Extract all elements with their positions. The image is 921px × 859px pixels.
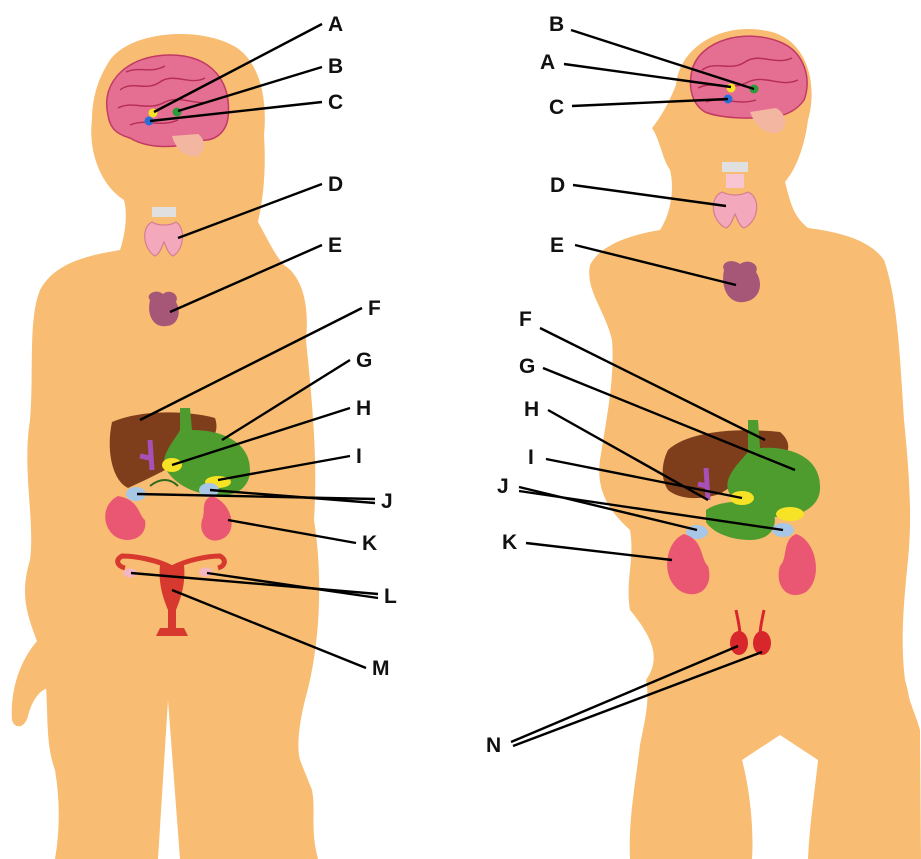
female-hand-left <box>12 640 50 726</box>
female-label-i: I <box>356 445 362 468</box>
female-label-g: G <box>356 349 372 372</box>
male-label-d: D <box>550 174 565 197</box>
female-label-a: A <box>328 13 343 36</box>
female-label-d: D <box>328 173 343 196</box>
female-ovary-right <box>199 568 213 577</box>
male-label-n: N <box>486 734 501 757</box>
female-labels: A B C D E F G H I J K L M <box>328 13 397 680</box>
female-label-b: B <box>328 55 343 78</box>
male-label-a: A <box>540 51 555 74</box>
male-label-k: K <box>502 531 517 554</box>
male-label-f: F <box>519 308 532 331</box>
male-label-e: E <box>550 234 564 257</box>
male-label-c: C <box>549 96 564 119</box>
male-pancreas-tail <box>776 507 804 521</box>
male-label-g: G <box>519 355 535 378</box>
male-label-b: B <box>549 13 564 36</box>
female-label-e: E <box>328 234 342 257</box>
male-pineal-dot <box>727 84 736 93</box>
female-label-c: C <box>328 91 343 114</box>
female-label-l: L <box>384 585 397 608</box>
female-label-m: M <box>372 657 390 680</box>
male-testis-right <box>753 631 771 655</box>
male-thymus <box>723 261 760 302</box>
male-label-i: I <box>528 446 534 469</box>
female-label-f: F <box>368 297 381 320</box>
male-labels: B A C D E F G H I J K N <box>486 13 565 757</box>
male-label-h: H <box>524 398 539 421</box>
female-label-h: H <box>356 397 371 420</box>
female-label-k: K <box>362 532 377 555</box>
male-label-j: J <box>497 475 509 498</box>
female-hypothalamus-dot <box>173 108 182 117</box>
female-label-j: J <box>381 490 393 513</box>
male-testis-left <box>730 631 748 655</box>
